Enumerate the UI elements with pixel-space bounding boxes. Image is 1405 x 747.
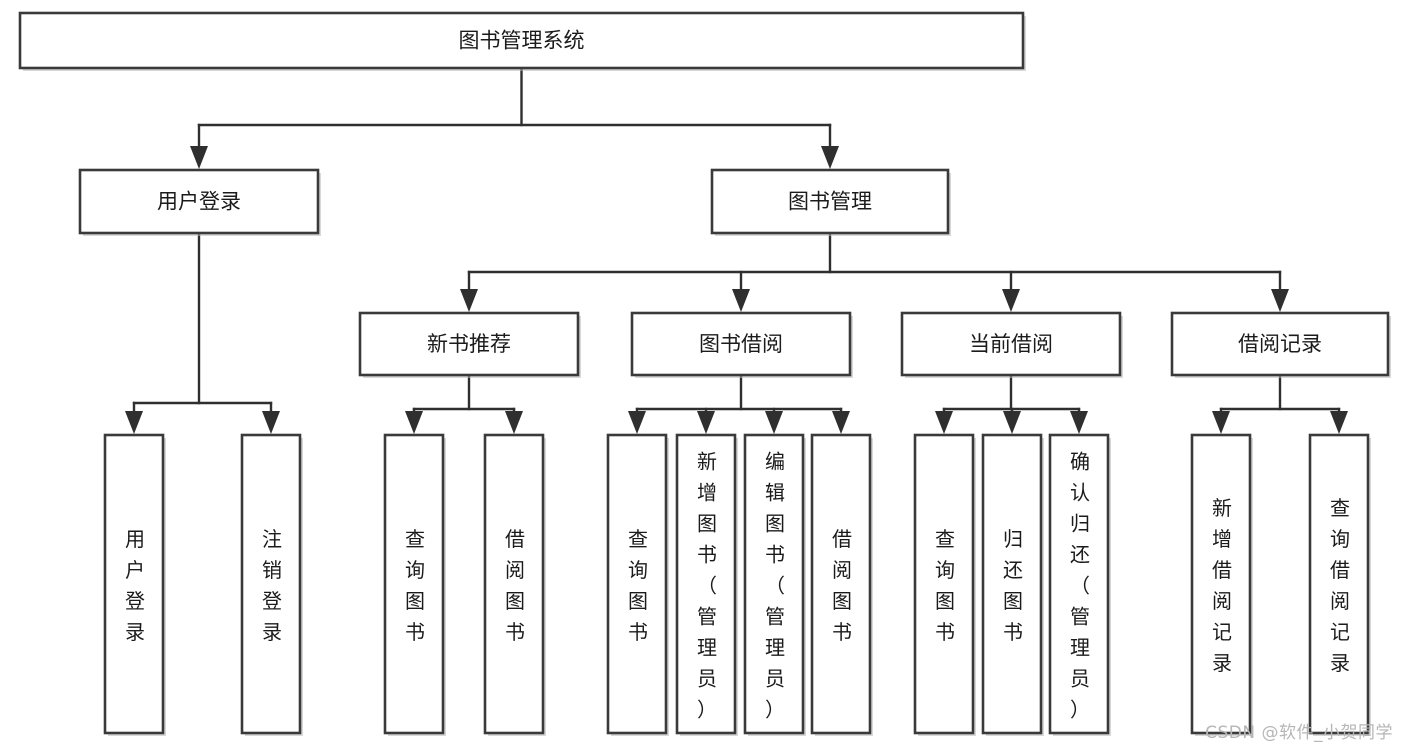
node-layer: 图书管理系统用户登录图书管理新书推荐图书借阅当前借阅借阅记录用户登录注销登录查询…	[18, 11, 1391, 736]
node-n-new-book[interactable]: 新书推荐	[358, 311, 581, 378]
node-root[interactable]: 图书管理系统	[18, 11, 1026, 71]
node-l-user-login[interactable]: 用户登录	[103, 433, 166, 736]
node-label: 当前借阅	[969, 332, 1053, 356]
node-l-bw-add[interactable]: 新增图书（管理员）	[675, 433, 738, 736]
node-label: 归还图书	[1003, 527, 1023, 644]
node-label: 用户登录	[125, 527, 145, 644]
node-l-bw-edit[interactable]: 编辑图书（管理员）	[743, 433, 806, 736]
node-n-borrow[interactable]: 图书借阅	[630, 311, 853, 378]
node-label: 查询图书	[405, 527, 425, 644]
node-label: 借阅图书	[832, 527, 852, 644]
node-label: 新增借阅记录	[1212, 496, 1232, 675]
node-label: 图书管理	[788, 190, 872, 214]
node-label: 图书管理系统	[459, 29, 585, 53]
node-label: 确认归还（管理员）	[1070, 450, 1090, 722]
node-l-cu-query[interactable]: 查询图书	[913, 433, 976, 736]
node-l-bw-borrow[interactable]: 借阅图书	[810, 433, 873, 736]
node-l-cu-return[interactable]: 归还图书	[981, 433, 1044, 736]
node-n-record[interactable]: 借阅记录	[1170, 311, 1391, 378]
node-n-book-manage[interactable]: 图书管理	[710, 168, 951, 236]
node-label: 借阅记录	[1238, 332, 1322, 356]
node-l-user-logout[interactable]: 注销登录	[240, 433, 303, 736]
node-n-current[interactable]: 当前借阅	[900, 311, 1123, 378]
node-label: 编辑图书（管理员）	[765, 450, 785, 722]
node-l-nb-borrow[interactable]: 借阅图书	[483, 433, 546, 736]
node-label: 用户登录	[157, 190, 241, 214]
node-l-rc-query[interactable]: 查询借阅记录	[1308, 433, 1371, 736]
node-l-rc-add[interactable]: 新增借阅记录	[1190, 433, 1253, 736]
node-label: 查询借阅记录	[1330, 496, 1350, 675]
node-n-user-login[interactable]: 用户登录	[78, 168, 321, 236]
node-l-nb-query[interactable]: 查询图书	[383, 433, 446, 736]
node-label: 借阅图书	[505, 527, 525, 644]
connector-layer	[125, 66, 1348, 434]
node-label: 图书借阅	[699, 332, 783, 356]
node-label: 新书推荐	[427, 332, 511, 356]
node-label: 查询图书	[628, 527, 648, 644]
node-l-cu-confirm[interactable]: 确认归还（管理员）	[1048, 433, 1111, 736]
node-label: 查询图书	[935, 527, 955, 644]
node-label: 新增图书（管理员）	[697, 450, 717, 722]
node-l-bw-query[interactable]: 查询图书	[606, 433, 669, 736]
node-label: 注销登录	[262, 527, 282, 644]
